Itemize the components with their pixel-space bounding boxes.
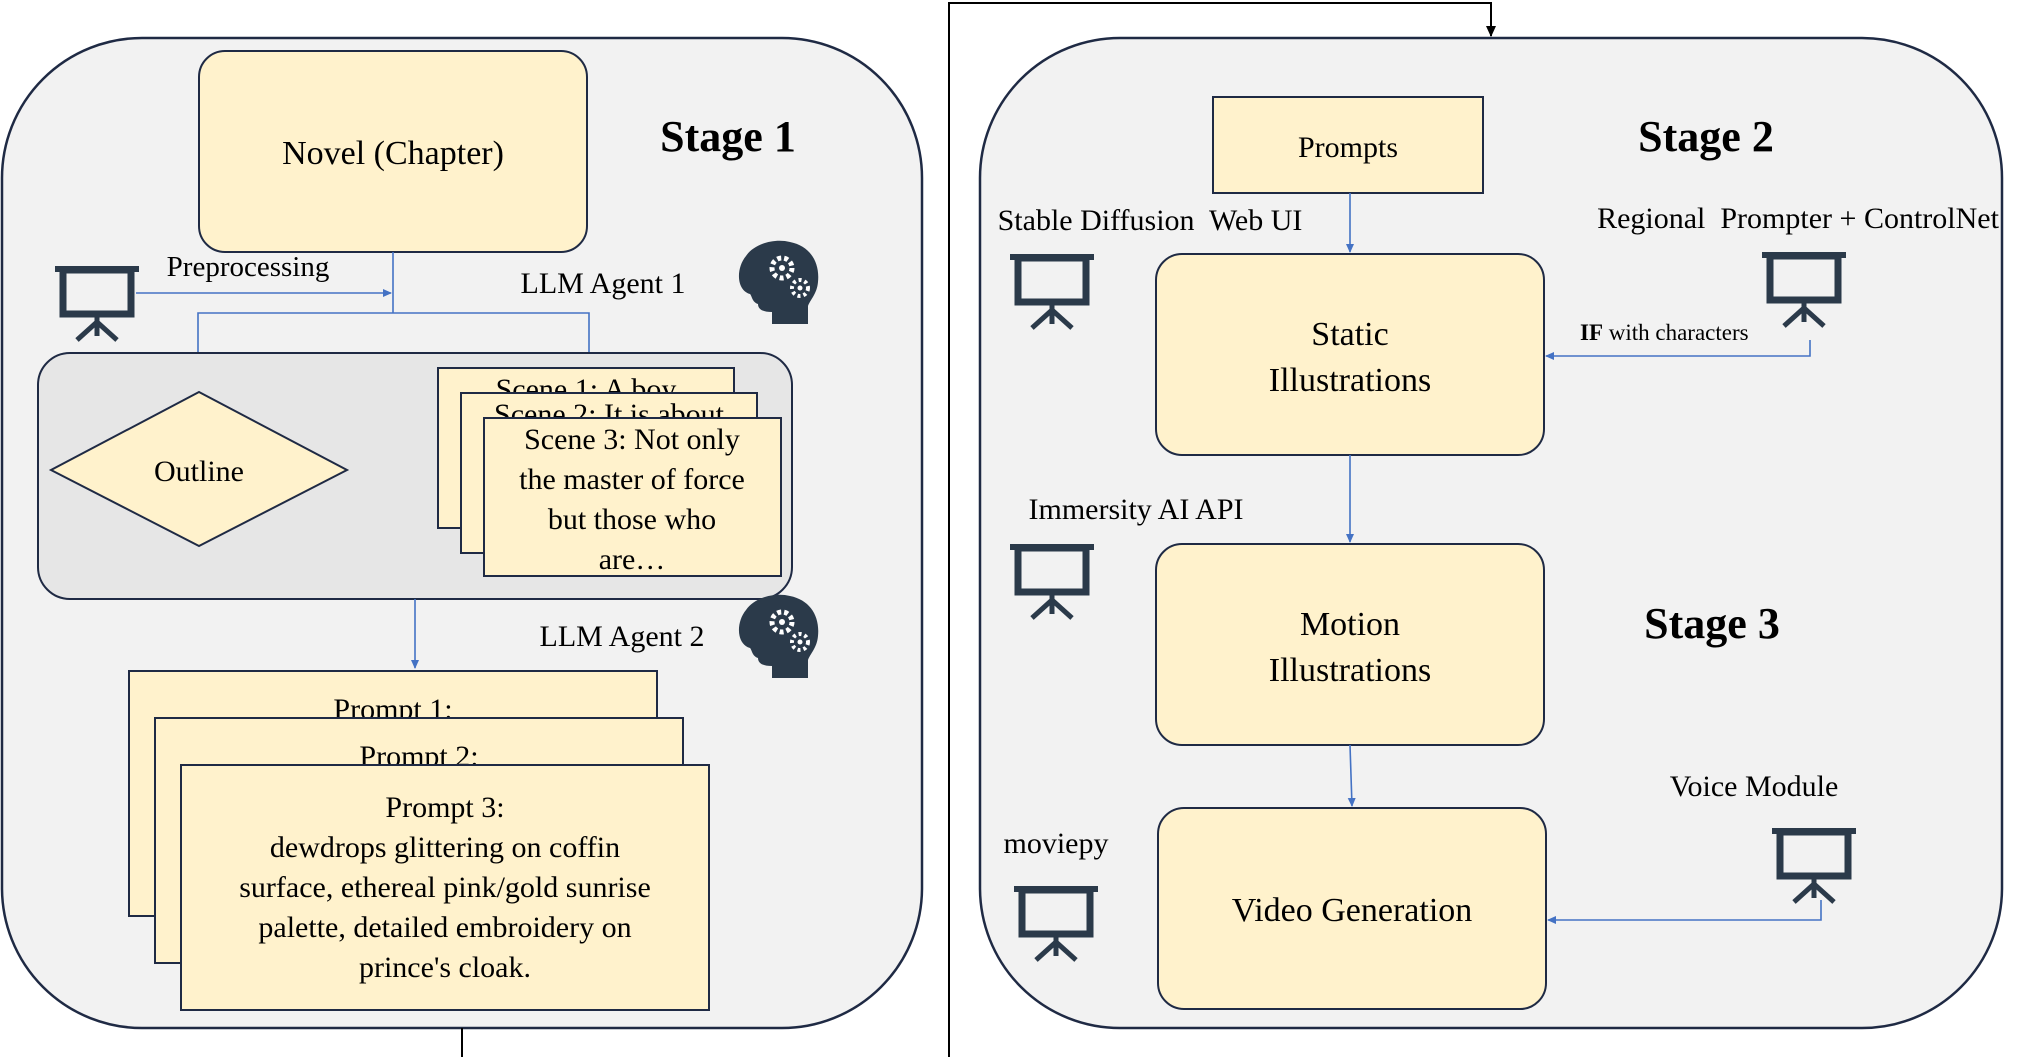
video-generation-box xyxy=(1157,807,1547,1010)
prompt-3-card xyxy=(180,764,710,1011)
prompts-box xyxy=(1212,96,1484,194)
outline-label: Outline xyxy=(154,455,244,488)
static-line-1: Static xyxy=(1311,316,1388,353)
static-illustrations-box xyxy=(1155,253,1545,456)
voice-module-label: Voice Module xyxy=(1670,770,1839,803)
static-line-2: Illustrations xyxy=(1269,362,1431,399)
stage1-title: Stage 1 xyxy=(660,112,796,161)
scene-3-line-2: the master of force xyxy=(519,463,745,496)
regional-label: Regional Prompter + ControlNet xyxy=(1597,202,2000,235)
motion-line-2: Illustrations xyxy=(1269,652,1431,689)
motion-to-video-arrow xyxy=(1347,744,1356,807)
prompt-3-line-3: surface, ethereal pink/gold sunrise xyxy=(239,871,651,904)
prompt-3-line-2: dewdrops glittering on coffin xyxy=(270,831,620,864)
scene-3-card xyxy=(483,417,782,577)
scene-3-line-4: are… xyxy=(599,543,666,576)
novel-label: Novel (Chapter) xyxy=(282,135,504,172)
preprocessing-label: Preprocessing xyxy=(167,251,330,283)
prompt-3-line-5: prince's cloak. xyxy=(359,951,531,984)
outline-diamond xyxy=(48,390,350,548)
motion-illustrations-box xyxy=(1155,543,1545,746)
stage2-title: Stage 2 xyxy=(1638,112,1774,161)
sd-webui-label: Stable Diffusion Web UI xyxy=(998,204,1303,237)
scene-3-line-1: Scene 3: Not only xyxy=(524,423,740,456)
stage3-title: Stage 3 xyxy=(1644,599,1780,648)
if-condition-label: IF with characters xyxy=(1580,320,1749,345)
prompt-3-line-4: palette, detailed embroidery on xyxy=(258,911,631,944)
moviepy-label: moviepy xyxy=(1004,827,1109,860)
llm-agent-2-label: LLM Agent 2 xyxy=(540,620,705,653)
stage-connector-line xyxy=(461,2,1496,1057)
immersity-label: Immersity AI API xyxy=(1029,493,1244,526)
regional-to-static-arrow xyxy=(1545,340,1811,360)
video-generation-label: Video Generation xyxy=(1232,892,1473,929)
llm-agent-1-label: LLM Agent 1 xyxy=(521,267,686,300)
split-arrow-scenes xyxy=(393,312,593,368)
scene-3-line-3: but those who xyxy=(548,503,716,536)
prompts-label: Prompts xyxy=(1298,131,1398,164)
prompt-3-line-1: Prompt 3: xyxy=(385,791,504,824)
voice-to-video-arrow xyxy=(1547,900,1822,924)
motion-line-1: Motion xyxy=(1300,606,1400,643)
